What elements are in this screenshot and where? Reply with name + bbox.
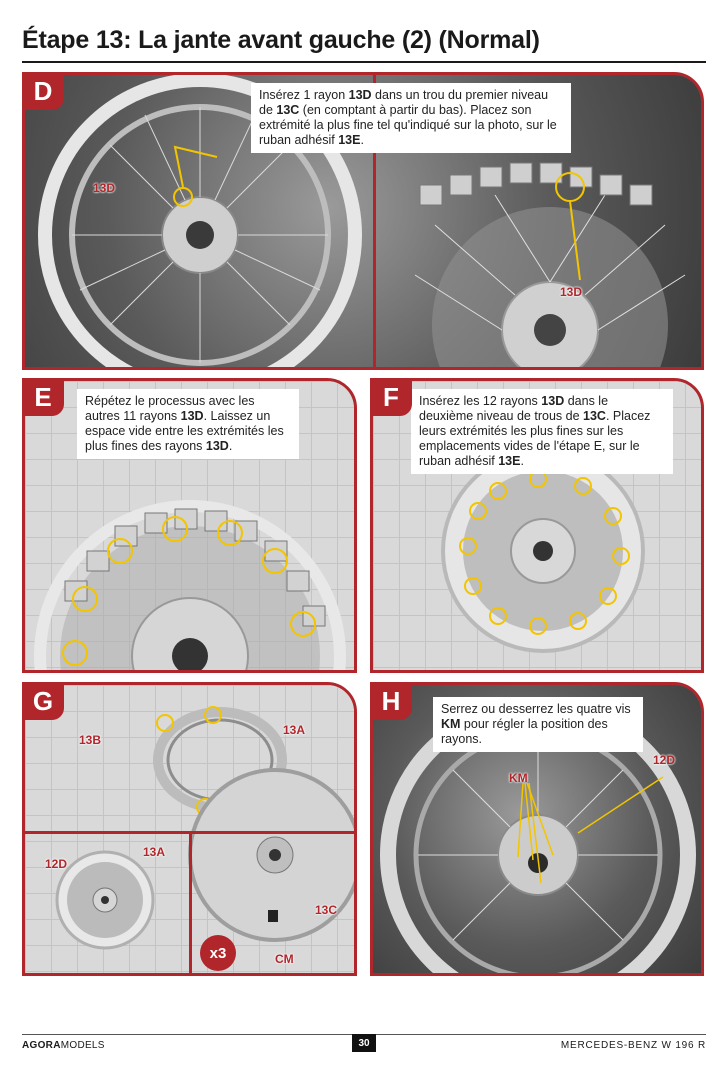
text-segment: Serrez ou desserrez les quatre vis xyxy=(441,702,631,716)
label-13d-right: 13D xyxy=(560,285,583,299)
text-segment: dans le deuxième niveau de trous de xyxy=(419,394,609,423)
panel-g: G 13B 13A 12D 13A 13C CM x3 xyxy=(22,682,357,976)
footer-brand: AGORAMODELS xyxy=(22,1040,105,1051)
panel-d-divider xyxy=(373,75,376,367)
part-ref: 13D xyxy=(205,439,229,453)
label-13c: 13C xyxy=(315,903,338,917)
text-segment: Répétez le processus avec les autres 11 … xyxy=(85,394,255,423)
text-segment: . xyxy=(228,439,233,453)
text-segment: dans un trou du premier niveau de xyxy=(259,88,549,117)
part-ref: 13E xyxy=(498,454,521,468)
step-letter-e: E xyxy=(25,381,64,416)
wheel-illustration-f xyxy=(441,449,645,653)
page-title: Étape 13: La jante avant gauche (2) (Nor… xyxy=(22,26,540,54)
brand-rest: MODELS xyxy=(60,1040,105,1051)
step-letter-f: F xyxy=(373,381,412,416)
label-13a-bottom: 13A xyxy=(143,845,166,859)
panel-f: F Insérez les 12 rayons 13D dans le deux… xyxy=(370,378,704,673)
text-segment: . Laissez un espace vide entre les extré… xyxy=(85,409,284,453)
instruction-callout-h: Serrez ou desserrez les quatre vis KM po… xyxy=(433,697,643,752)
instruction-callout-d: Insérez 1 rayon 13D dans un trou du prem… xyxy=(251,83,571,153)
part-ref: 13C xyxy=(583,409,606,423)
wheel-illustration-d xyxy=(38,75,686,367)
wheel-illustration-e xyxy=(34,500,346,670)
text-segment: (en comptant à partir du bas). Placez so… xyxy=(259,103,557,147)
text-segment: Insérez les 12 rayons xyxy=(419,394,542,408)
panel-e: E Répétez le processus avec les autres 1… xyxy=(22,378,357,673)
label-12d-h: 12D xyxy=(653,753,676,767)
panel-d: D xyxy=(22,72,704,370)
label-12d: 12D xyxy=(45,857,68,871)
panel-g-divider-v xyxy=(189,831,192,973)
part-ref: KM xyxy=(441,717,461,731)
label-13d-left: 13D xyxy=(93,181,116,195)
step-letter-d: D xyxy=(25,75,64,110)
text-segment: Insérez 1 rayon xyxy=(259,88,349,102)
panel-h: H Serrez ou desserrez les quatre vis KM … xyxy=(370,682,704,976)
part-ref: 13E xyxy=(338,133,361,147)
part-ref: 13C xyxy=(276,103,300,117)
text-segment: . xyxy=(520,454,524,468)
page-number: 30 xyxy=(352,1034,376,1052)
label-cm: CM xyxy=(275,952,294,966)
part-ref: 13D xyxy=(348,88,372,102)
step-letter-h: H xyxy=(373,685,412,720)
label-13b: 13B xyxy=(79,733,102,747)
instruction-callout-f: Insérez les 12 rayons 13D dans le deuxiè… xyxy=(411,389,673,474)
text-segment: pour régler la position des rayons. xyxy=(441,717,608,746)
label-13a-top: 13A xyxy=(283,723,306,737)
wheel-illustration-g xyxy=(55,706,354,950)
brand-bold: AGORA xyxy=(22,1040,61,1051)
text-segment: . xyxy=(360,133,364,147)
part-ref: 13D xyxy=(180,409,204,423)
title-rule xyxy=(22,61,706,63)
step-letter-g: G xyxy=(25,685,64,720)
part-ref: 13D xyxy=(541,394,565,408)
label-km: KM xyxy=(509,771,528,785)
text-segment: . Placez leurs extrémités les plus fines… xyxy=(419,409,651,468)
quantity-badge: x3 xyxy=(200,935,236,971)
footer-model: MERCEDES-BENZ W 196 R xyxy=(560,1040,706,1051)
instruction-callout-e: Répétez le processus avec les autres 11 … xyxy=(77,389,299,459)
